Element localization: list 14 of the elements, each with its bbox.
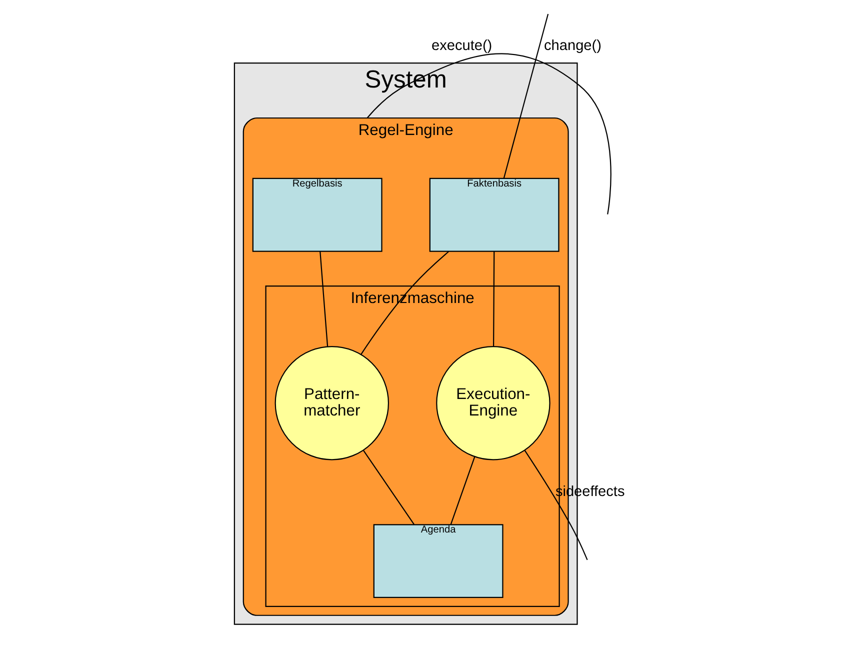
connector [493,251,495,346]
connector [366,53,612,214]
node-box: Regelbasis [252,178,382,252]
connector [320,251,328,347]
edge-label: execute() [432,38,492,54]
connector [503,14,549,178]
connector [450,456,476,525]
node-circle: Execution- Engine [436,346,550,460]
edge-label: change() [544,38,602,54]
node-circle: Pattern- matcher [274,346,390,460]
connector [524,450,588,560]
node-box: Faktenbasis [429,178,560,252]
node-box: Agenda [373,524,504,598]
connector [363,450,415,525]
